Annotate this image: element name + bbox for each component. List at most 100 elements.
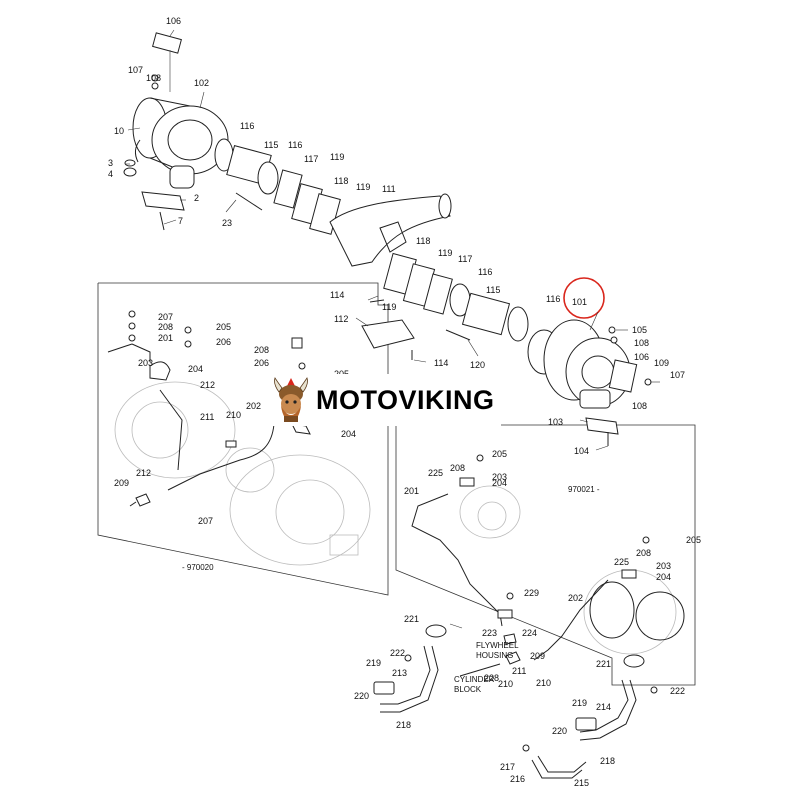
part-number-label: 109 [654,358,669,368]
part-number-label: 218 [600,756,615,766]
part-number-label: 225 [428,468,443,478]
part-number-label: 208 [158,322,173,332]
part-number-label: 212 [136,468,151,478]
part-number-label: 108 [632,401,647,411]
part-number-label: 2 [194,193,199,203]
part-number-label: 207 [158,312,173,322]
flywheel-housing-label-2: HOUSING [476,651,513,660]
part-number-label: 203 [656,561,671,571]
part-number-label: 105 [632,325,647,335]
left-assembly [107,310,371,566]
part-number-label: 202 [246,401,261,411]
leader-lines [126,29,660,629]
part-number-label: 10 [114,126,124,136]
part-number-label: 211 [200,412,214,422]
part-number-label: 204 [341,429,356,439]
flywheel-housing-label: FLYWHEEL [476,641,519,650]
cylinder-block-label-2: BLOCK [454,685,482,694]
part-number-label: 210 [226,410,241,420]
part-number-label: 112 [334,314,348,324]
part-number-label: 117 [458,254,472,264]
part-number-label: 216 [510,774,525,784]
part-number-label: 215 [574,778,589,788]
part-number-label: 208 [636,548,651,558]
part-number-label: 206 [254,358,269,368]
right-assembly [411,454,685,677]
part-number-label: 206 [216,337,231,347]
part-number-label: 222 [670,686,685,696]
cylinder-block-label: CYLINDER [454,675,495,684]
part-number-label: 205 [492,449,507,459]
left-group-box [97,282,389,596]
part-number-label: 7 [178,216,183,226]
part-number-label: 205 [216,322,231,332]
part-number-label: 111 [382,184,396,194]
part-number-label: 207 [198,516,213,526]
part-number-label: 208 [450,463,465,473]
part-number-label: 118 [416,236,430,246]
part-number-label: 115 [264,140,278,150]
part-number-label: 119 [382,302,396,312]
part-number-label: 101 [572,297,587,307]
part-number-label: 210 [498,679,513,689]
part-number-label: 221 [596,659,611,669]
part-number-label: 222 [390,648,405,658]
part-number-label: 221 [404,614,419,624]
part-number-label: 211 [512,666,526,676]
serial-caption-left: - 970020 [182,563,214,572]
part-number-label: 119 [356,182,370,192]
part-number-label: 116 [288,140,302,150]
part-number-label: 119 [438,248,452,258]
part-number-label: 3 [108,158,113,168]
part-number-label: 106 [166,16,181,26]
part-number-label: 115 [486,285,500,295]
part-number-label: 209 [530,651,545,661]
part-number-label: 106 [634,352,649,362]
part-number-label: 205 [686,535,701,545]
part-number-label: 119 [330,152,344,162]
part-number-label: 23 [222,218,232,228]
part-number-label: 114 [434,358,448,368]
part-number-label: 224 [522,628,537,638]
part-number-label: 220 [354,691,369,701]
part-number-label: 107 [670,370,685,380]
part-number-label: 209 [114,478,129,488]
part-number-label: 117 [304,154,318,164]
part-number-label: 219 [366,658,381,668]
part-number-label: 4 [108,169,113,179]
part-number-label: 218 [396,720,411,730]
part-number-label: 217 [500,762,515,772]
part-number-label: 116 [478,267,492,277]
part-number-label: 208 [254,345,269,355]
bottom-pipes [373,624,658,779]
part-number-label: 102 [194,78,209,88]
part-number-label: 210 [536,678,551,688]
part-number-label: 223 [482,628,497,638]
right-group-box [395,424,696,686]
part-number-label: 107 [128,65,143,75]
part-number-label: 225 [614,557,629,567]
watermark-brand-text: MOTOVIKING [316,384,495,415]
part-number-label: 203 [138,358,153,368]
part-number-label: 103 [548,417,563,427]
part-number-label: 228 [484,673,499,683]
part-number-label: 116 [546,294,560,304]
part-number-label: 114 [330,290,344,300]
highlight-circle [563,277,605,319]
part-number-label: 204 [188,364,203,374]
part-number-label: 108 [634,338,649,348]
part-number-label: 201 [404,486,419,496]
part-number-label: 120 [470,360,485,370]
part-number-label: 229 [524,588,539,598]
part-number-label: 118 [334,176,348,186]
part-number-label: 204 [656,572,671,582]
viking-mascot-icon [274,377,308,422]
part-number-label: 204 [492,478,507,488]
motoviking-watermark: MOTOVIKING [268,374,501,426]
part-number-label: 213 [392,668,407,678]
part-number-label: 116 [240,121,254,131]
part-number-label: 108 [146,73,161,83]
part-number-label: 219 [572,698,587,708]
